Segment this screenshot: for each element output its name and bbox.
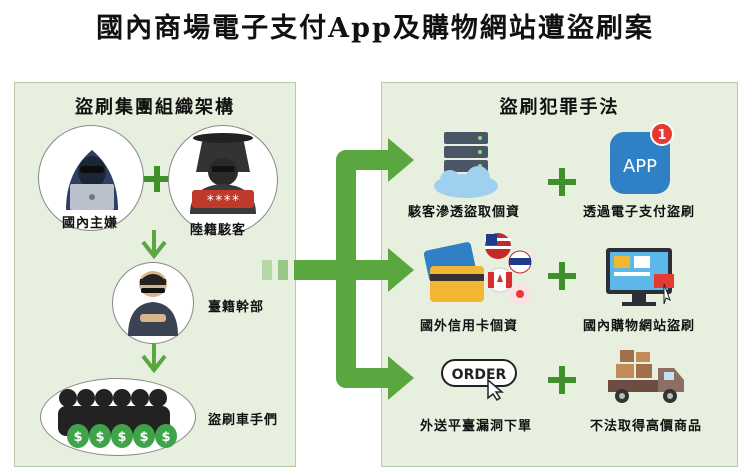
down-arrow-icon bbox=[141, 230, 167, 260]
money-bag-icon: $ bbox=[95, 430, 104, 445]
hacker-steal-data-label: 駭客滲透盜取個資 bbox=[408, 205, 521, 220]
illegal-goods-label: 不法取得高價商品 bbox=[590, 419, 703, 434]
app-notification-icon: APP 1 bbox=[610, 122, 674, 194]
app-icon-text: APP bbox=[623, 156, 657, 177]
money-bag-icon: $ bbox=[117, 430, 126, 445]
page-title: 國內商場電子支付App及購物網站遭盜刷案 bbox=[96, 13, 654, 44]
foreign-card-data-label: 國外信用卡個資 bbox=[420, 319, 519, 334]
domestic-suspect-label: 國內主嫌 bbox=[62, 216, 119, 231]
card-runners-group-icon: $ $ $ $ $ bbox=[58, 389, 177, 448]
masked-cadre-icon bbox=[128, 271, 178, 336]
taiwan-cadre-label: 臺籍幹部 bbox=[208, 300, 265, 315]
plus-icon bbox=[144, 166, 170, 192]
crime-method-title: 盜刷犯罪手法 bbox=[499, 97, 620, 118]
plus-icon bbox=[548, 168, 576, 196]
delivery-loophole-label: 外送平臺漏洞下單 bbox=[420, 419, 533, 434]
plus-icon bbox=[548, 366, 576, 394]
hacker-hoodie-icon bbox=[66, 150, 118, 210]
online-shop-fraud-label: 國內購物網站盜刷 bbox=[583, 319, 696, 334]
app-badge-text: 1 bbox=[657, 128, 666, 143]
password-mask-text: **** bbox=[206, 193, 240, 209]
plus-icon bbox=[548, 262, 576, 290]
down-arrow-icon bbox=[141, 344, 167, 374]
card-runners-label: 盜刷車手們 bbox=[208, 413, 279, 428]
order-button-icon: ORDER bbox=[441, 359, 517, 402]
branching-arrow-icon bbox=[262, 138, 414, 400]
shopping-website-icon bbox=[606, 248, 674, 306]
mainland-hacker-label: 陸籍駭客 bbox=[190, 223, 247, 238]
org-structure-title: 盜刷集團組織架構 bbox=[75, 97, 235, 118]
e-payment-fraud-label: 透過電子支付盜刷 bbox=[583, 205, 696, 220]
money-bag-icon: $ bbox=[73, 430, 82, 445]
masked-hacker-icon: **** bbox=[190, 133, 256, 214]
order-button-text: ORDER bbox=[452, 367, 507, 383]
cloud-server-icon bbox=[434, 132, 498, 198]
money-bag-icon: $ bbox=[161, 430, 170, 445]
delivery-truck-icon bbox=[608, 350, 684, 403]
money-bag-icon: $ bbox=[139, 430, 148, 445]
credit-card-flags-icon bbox=[423, 233, 532, 305]
